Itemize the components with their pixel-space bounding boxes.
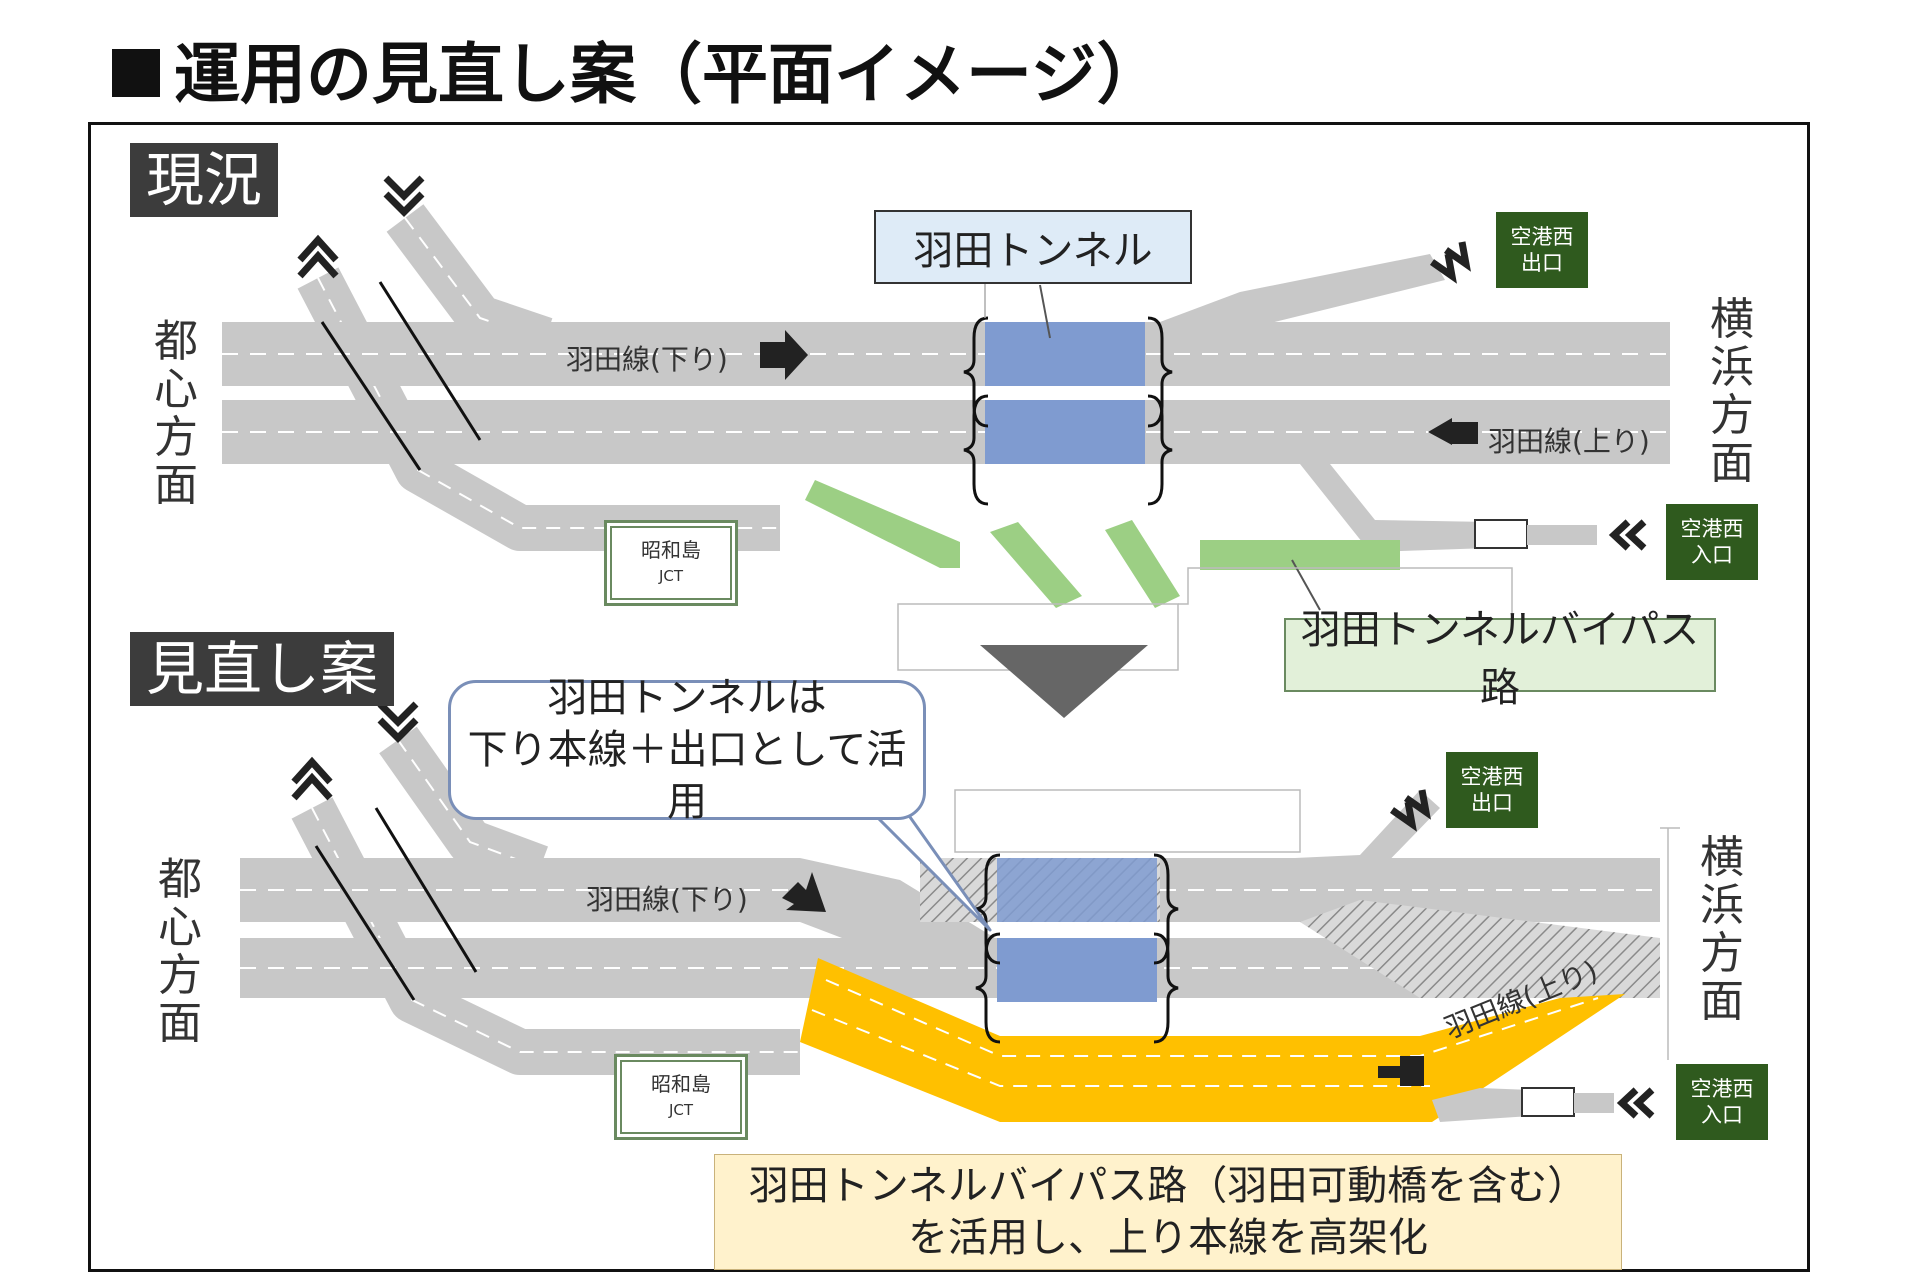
current-entrance-sign: 空港西 入口 — [1666, 504, 1758, 580]
plan-exit-ramp — [1295, 790, 1440, 880]
plan-direction-left: 都心方面 — [158, 854, 202, 1049]
plan-ramp-up — [291, 797, 800, 1075]
current-tunnel-up — [985, 400, 1145, 464]
plan-chevrons-down-ramp-icon — [377, 701, 419, 743]
plan-tunnel-lower — [997, 938, 1157, 1002]
current-road-up-label: 羽田線(上り) — [1488, 425, 1650, 458]
plan-jct-box: 昭和島 JCT — [614, 1054, 748, 1140]
plan-exit-sign: 空港西 出口 — [1446, 752, 1538, 828]
current-tunnel-down — [985, 322, 1145, 386]
plan-jct-name: 昭和島 — [651, 1072, 711, 1096]
plan-road-down-label: 羽田線(下り) — [586, 883, 748, 916]
current-exit-ramp — [1160, 254, 1445, 328]
transition-arrow-icon — [980, 645, 1148, 718]
current-chevrons-entrance-icon — [1608, 519, 1647, 551]
current-bypass-callout: 羽田トンネルバイパス路 — [1284, 607, 1716, 711]
current-jct-sub: JCT — [658, 567, 684, 585]
current-road-down-label: 羽田線(下り) — [566, 343, 728, 376]
page-title: 運用の見直し案（平面イメージ） — [112, 30, 1163, 120]
current-bypass-seg-2 — [990, 522, 1082, 608]
plan-chevrons-entrance-icon — [1616, 1087, 1655, 1119]
plan-stage-label: 見直し案 — [130, 632, 395, 706]
current-entrance-ramp — [1300, 464, 1490, 552]
square-bullet-icon — [112, 48, 160, 97]
plan-entrance-sign: 空港西 入口 — [1676, 1064, 1768, 1140]
current-jct-name: 昭和島 — [641, 538, 701, 562]
current-direction-left: 都心方面 — [154, 316, 198, 511]
plan-toll-box — [1521, 1087, 1575, 1117]
current-toll-box — [1474, 519, 1528, 549]
current-chevrons-down-ramp-icon — [383, 175, 425, 217]
current-bypass-seg-1 — [805, 480, 960, 568]
plan-diagram — [240, 701, 1680, 1122]
current-direction-right: 横浜方面 — [1710, 294, 1754, 489]
current-exit-sign: 空港西 出口 — [1496, 212, 1588, 288]
current-stage-label: 現況 — [130, 143, 279, 217]
diagram-frame — [88, 122, 1810, 1272]
current-chevrons-up-left-icon — [297, 234, 339, 279]
current-bypass-seg-3 — [1105, 520, 1180, 608]
plan-bypass-callout: 羽田トンネルバイパス路（羽田可動橋を含む） を活用し、上り本線を高架化 — [714, 1154, 1622, 1270]
plan-jct-sub: JCT — [668, 1101, 694, 1119]
plan-direction-right: 横浜方面 — [1700, 832, 1744, 1027]
current-ramp-down — [386, 204, 553, 362]
plan-entrance-ramp — [1432, 1088, 1530, 1122]
title-text: 運用の見直し案（平面イメージ） — [174, 36, 1163, 113]
plan-arrow-down-icon — [782, 872, 826, 912]
current-jct-box: 昭和島 JCT — [604, 520, 738, 606]
current-arrow-down-icon — [760, 330, 808, 380]
current-diagram — [222, 175, 1670, 671]
plan-chevrons-up-left-icon — [291, 756, 333, 801]
plan-tunnel-callout: 羽田トンネルは 下り本線＋出口として活用 — [448, 675, 926, 825]
plan-chevrons-exit-icon — [1389, 789, 1431, 832]
current-bypass-seg-4 — [1200, 540, 1400, 570]
current-tunnel-callout: 羽田トンネル — [874, 210, 1192, 284]
current-chevrons-exit-icon — [1429, 241, 1471, 284]
